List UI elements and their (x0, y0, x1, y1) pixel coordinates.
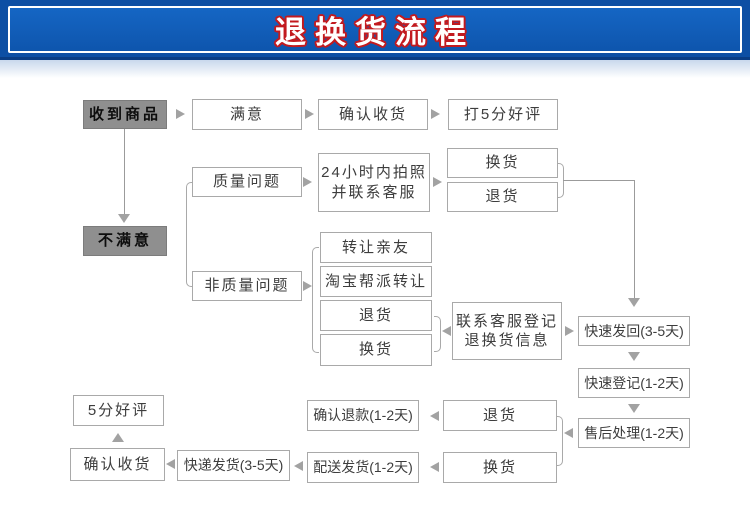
header-banner-inner: 退换货流程 (8, 6, 742, 53)
arrow-right-icon (431, 109, 440, 119)
node-unsatisfied: 不满意 (83, 226, 167, 256)
arrow-left-icon (294, 461, 303, 471)
node-confirm-receipt-bottom: 确认收货 (70, 448, 165, 481)
node-exchange-top: 换货 (447, 148, 558, 178)
node-exchange-mid: 换货 (320, 334, 432, 366)
node-exchange-bottom: 换货 (443, 452, 557, 483)
node-photo-24h: 24小时内拍照 并联系客服 (318, 153, 430, 212)
arrow-left-icon (430, 462, 439, 472)
node-rate-5star-bottom: 5分好评 (73, 395, 164, 426)
arrow-down-icon (628, 352, 640, 361)
arrow-right-icon (303, 177, 312, 187)
node-rate-5star-top: 打5分好评 (448, 99, 558, 130)
node-fast-sendback: 快速发回(3-5天) (578, 316, 690, 346)
node-return-mid: 退货 (320, 300, 432, 331)
node-fast-register: 快速登记(1-2天) (578, 368, 690, 398)
node-non-quality-issue: 非质量问题 (192, 271, 302, 301)
banner-underline (0, 57, 750, 60)
node-quality-issue: 质量问题 (192, 167, 302, 197)
arrow-left-icon (442, 326, 451, 336)
node-satisfied: 满意 (192, 99, 302, 130)
connector-line (563, 180, 635, 181)
arrow-right-icon (303, 281, 312, 291)
arrow-down-icon (628, 404, 640, 413)
arrow-up-icon (112, 433, 124, 442)
connector-line (634, 180, 635, 298)
banner-fade (0, 60, 750, 80)
arrow-down-icon (118, 214, 130, 223)
bracket-connector (434, 316, 441, 352)
node-photo-24h-line2: 并联系客服 (331, 183, 417, 201)
arrow-right-icon (176, 109, 185, 119)
arrow-left-icon (430, 411, 439, 421)
bracket-connector (556, 416, 563, 466)
node-contact-cs: 联系客服登记 退换货信息 (452, 302, 562, 360)
node-taobao-transfer: 淘宝帮派转让 (320, 266, 432, 297)
node-contact-cs-line1: 联系客服登记 (455, 312, 558, 330)
header-banner: 退换货流程 (0, 0, 750, 57)
page-title: 退换货流程 (275, 15, 475, 50)
bracket-connector (312, 247, 319, 353)
node-return-top: 退货 (447, 182, 558, 212)
node-express-ship: 快递发货(3-5天) (177, 450, 290, 481)
node-contact-cs-line2: 退换货信息 (464, 332, 550, 349)
node-photo-24h-line1: 24小时内拍照 (321, 164, 427, 181)
node-transfer-friends: 转让亲友 (320, 232, 432, 263)
arrow-left-icon (166, 459, 175, 469)
node-confirm-refund: 确认退款(1-2天) (307, 400, 419, 431)
node-delivery-ship: 配送发货(1-2天) (307, 452, 419, 483)
arrow-right-icon (433, 177, 442, 187)
arrow-left-icon (564, 428, 573, 438)
node-aftersale-handle: 售后处理(1-2天) (578, 418, 690, 448)
node-return-bottom: 退货 (443, 400, 557, 431)
node-received-goods: 收到商品 (83, 100, 167, 129)
arrow-down-icon (628, 298, 640, 307)
connector-line (124, 129, 125, 214)
bracket-connector (186, 182, 193, 287)
arrow-right-icon (305, 109, 314, 119)
arrow-right-icon (565, 326, 574, 336)
node-confirm-receipt-top: 确认收货 (318, 99, 428, 130)
